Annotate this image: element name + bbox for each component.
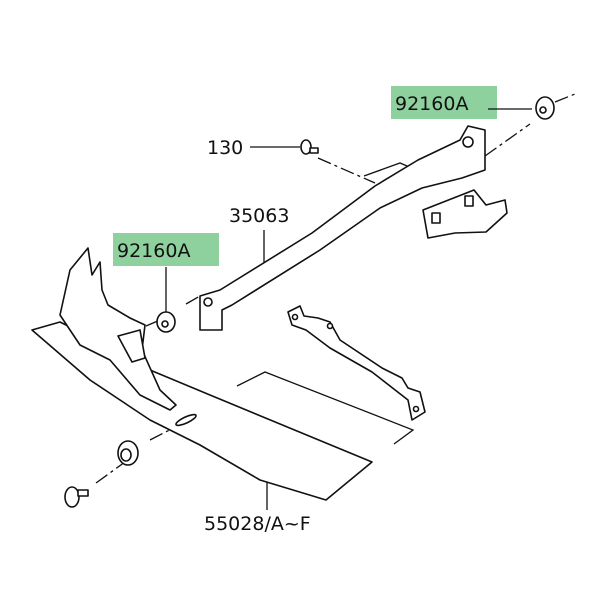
axis-line: [554, 93, 576, 103]
label-130[interactable]: 130: [207, 137, 243, 159]
cowl-mount: [117, 329, 146, 363]
axis-line: [95, 461, 126, 484]
cowl-55028[interactable]: [31, 321, 373, 501]
highlight-92160a-top: [391, 86, 497, 119]
cowl-upper-part[interactable]: [59, 247, 177, 411]
axis-line: [484, 123, 531, 157]
label-92160a-left[interactable]: 92160A: [117, 240, 190, 262]
axis-line: [185, 295, 201, 305]
bracket-line: [236, 371, 415, 445]
label-92160a-top[interactable]: 92160A: [395, 93, 468, 115]
side-stay[interactable]: [287, 305, 426, 421]
nut: [431, 212, 441, 224]
cowl-slot: [175, 413, 197, 427]
nut: [464, 195, 474, 207]
sub-bracket[interactable]: [422, 189, 508, 239]
axis-line: [317, 157, 376, 184]
grommet-92160a-left[interactable]: [156, 311, 176, 333]
label-35063[interactable]: 35063: [229, 205, 289, 227]
grommet-92160a-top[interactable]: [535, 96, 555, 120]
label-55028[interactable]: 55028/A~F: [204, 513, 311, 535]
screw[interactable]: [64, 486, 89, 508]
clip-nut[interactable]: [117, 440, 139, 466]
bracket-35063[interactable]: [199, 125, 486, 331]
highlight-92160a-left: [113, 233, 219, 266]
bolt-130[interactable]: [300, 139, 319, 155]
